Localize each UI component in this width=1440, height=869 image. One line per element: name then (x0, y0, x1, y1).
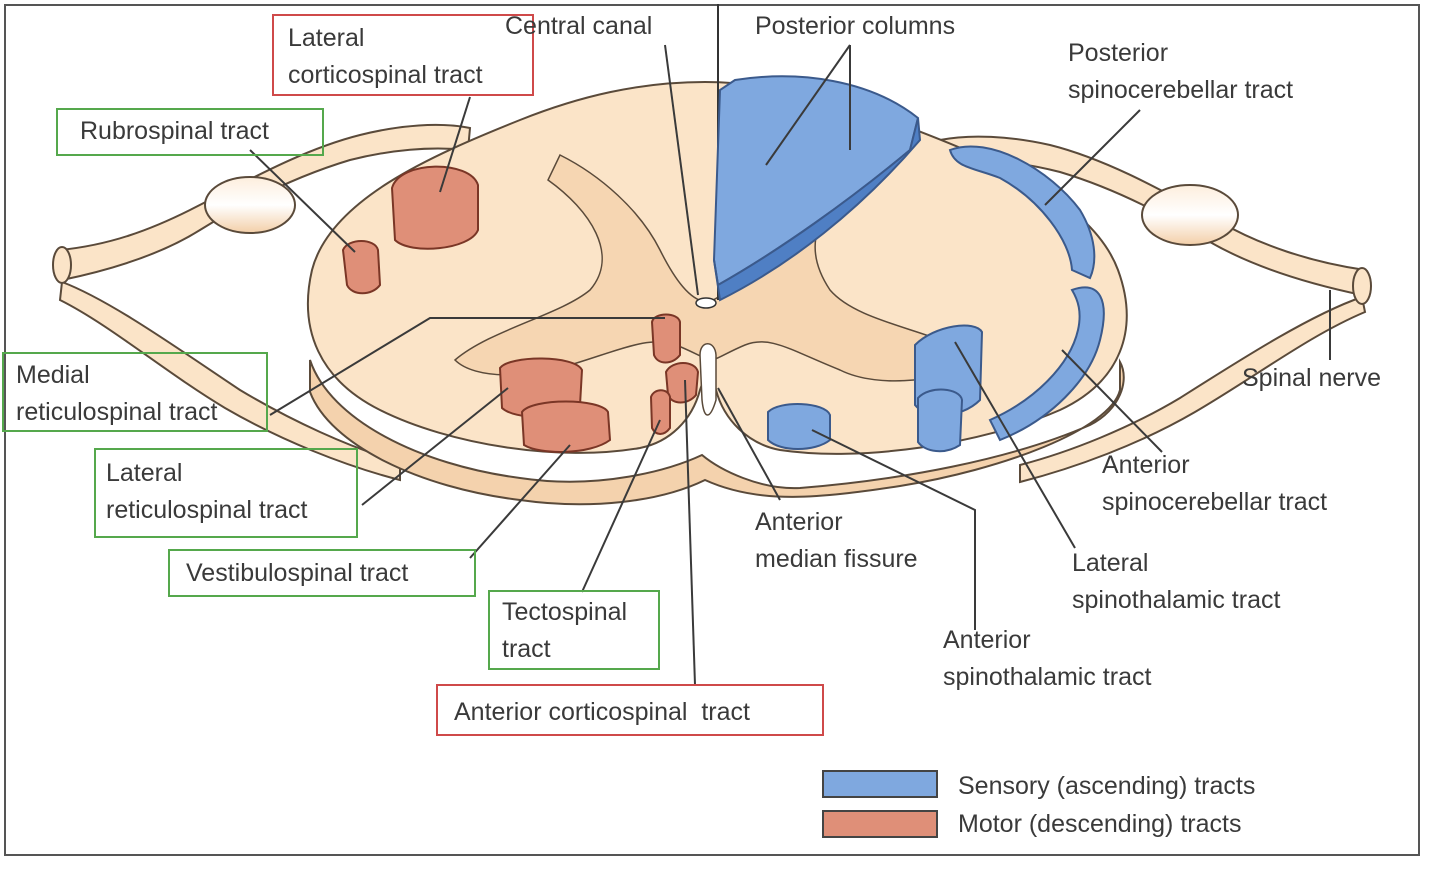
leader-lines (249, 44, 1331, 686)
label-rubrospinal: Rubrospinal tract (80, 117, 269, 145)
anterior-spinocerebellar-tract (988, 286, 1105, 442)
label-lateral-reticulospinal-line2: reticulospinal tract (106, 496, 308, 524)
label-medial-reticulospinal-line1: Medial (16, 361, 90, 389)
medial-reticulospinal-box (2, 352, 268, 432)
legend-label-motor: Motor (descending) tracts (958, 810, 1242, 838)
label-central-canal: Central canal (505, 12, 653, 40)
label-tectospinal-line1: Tectospinal (502, 598, 628, 626)
tectospinal-tract (664, 362, 700, 404)
label-spinal-nerve: Spinal nerve (1242, 364, 1381, 392)
anterior-median-fissure (699, 343, 717, 416)
label-lateral-spinothalamic-line2: spinothalamic tract (1072, 586, 1281, 614)
anterior-corticospinal-box (436, 684, 824, 736)
anterior-spinothalamic-tract-lateral (917, 388, 964, 453)
rubrospinal-box (56, 108, 324, 156)
label-anterior-spinothalamic-line2: spinothalamic tract (943, 663, 1152, 691)
label-anterior-median-fissure-line1: Anterior (755, 508, 843, 536)
label-lateral-corticospinal-line1: Lateral (288, 24, 365, 52)
label-medial-reticulospinal-line2: reticulospinal tract (16, 398, 218, 426)
lateral-reticulospinal-box (94, 448, 358, 538)
label-anterior-spinothalamic-line1: Anterior (943, 626, 1031, 654)
tectospinal-box (488, 590, 660, 670)
label-anterior-corticospinal: Anterior corticospinal tract (454, 698, 750, 726)
legend-swatch-sensory (822, 770, 938, 798)
lateral-corticospinal-tract (390, 165, 479, 250)
label-lateral-corticospinal-line2: corticospinal tract (288, 61, 483, 89)
label-lateral-reticulospinal-line1: Lateral (106, 459, 183, 487)
label-anterior-spinocerebellar-line2: spinocerebellar tract (1102, 488, 1328, 516)
cord-side-wall (309, 358, 1125, 506)
legend-swatch-motor (822, 810, 938, 838)
label-vestibulospinal: Vestibulospinal tract (186, 559, 409, 587)
posterior-columns-side (713, 117, 922, 302)
label-tectospinal-line2: tract (502, 635, 551, 663)
central-canal (695, 297, 717, 309)
motor-tracts (341, 165, 700, 453)
vestibulospinal-tract (520, 400, 612, 453)
label-posterior-spinocerebellar-line1: Posterior (1068, 39, 1169, 67)
label-posterior-spinocerebellar-line2: spinocerebellar tract (1068, 76, 1294, 104)
label-posterior-columns: Posterior columns (755, 12, 956, 40)
sensory-tracts (712, 75, 1105, 453)
anterior-corticospinal-tract-small (649, 389, 671, 435)
medial-reticulospinal-tract (650, 313, 681, 364)
anterior-spinothalamic-tract (767, 403, 831, 450)
lateral-corticospinal-box (272, 14, 534, 96)
rubrospinal-tract (341, 240, 382, 295)
label-lateral-spinothalamic-line1: Lateral (1072, 549, 1149, 577)
legend-label-sensory: Sensory (ascending) tracts (958, 772, 1256, 800)
posterior-spinocerebellar-tract (948, 145, 1096, 280)
label-anterior-median-fissure-line2: median fissure (755, 545, 918, 573)
label-anterior-spinocerebellar-line1: Anterior (1102, 451, 1190, 479)
vestibulospinal-box (168, 549, 476, 597)
